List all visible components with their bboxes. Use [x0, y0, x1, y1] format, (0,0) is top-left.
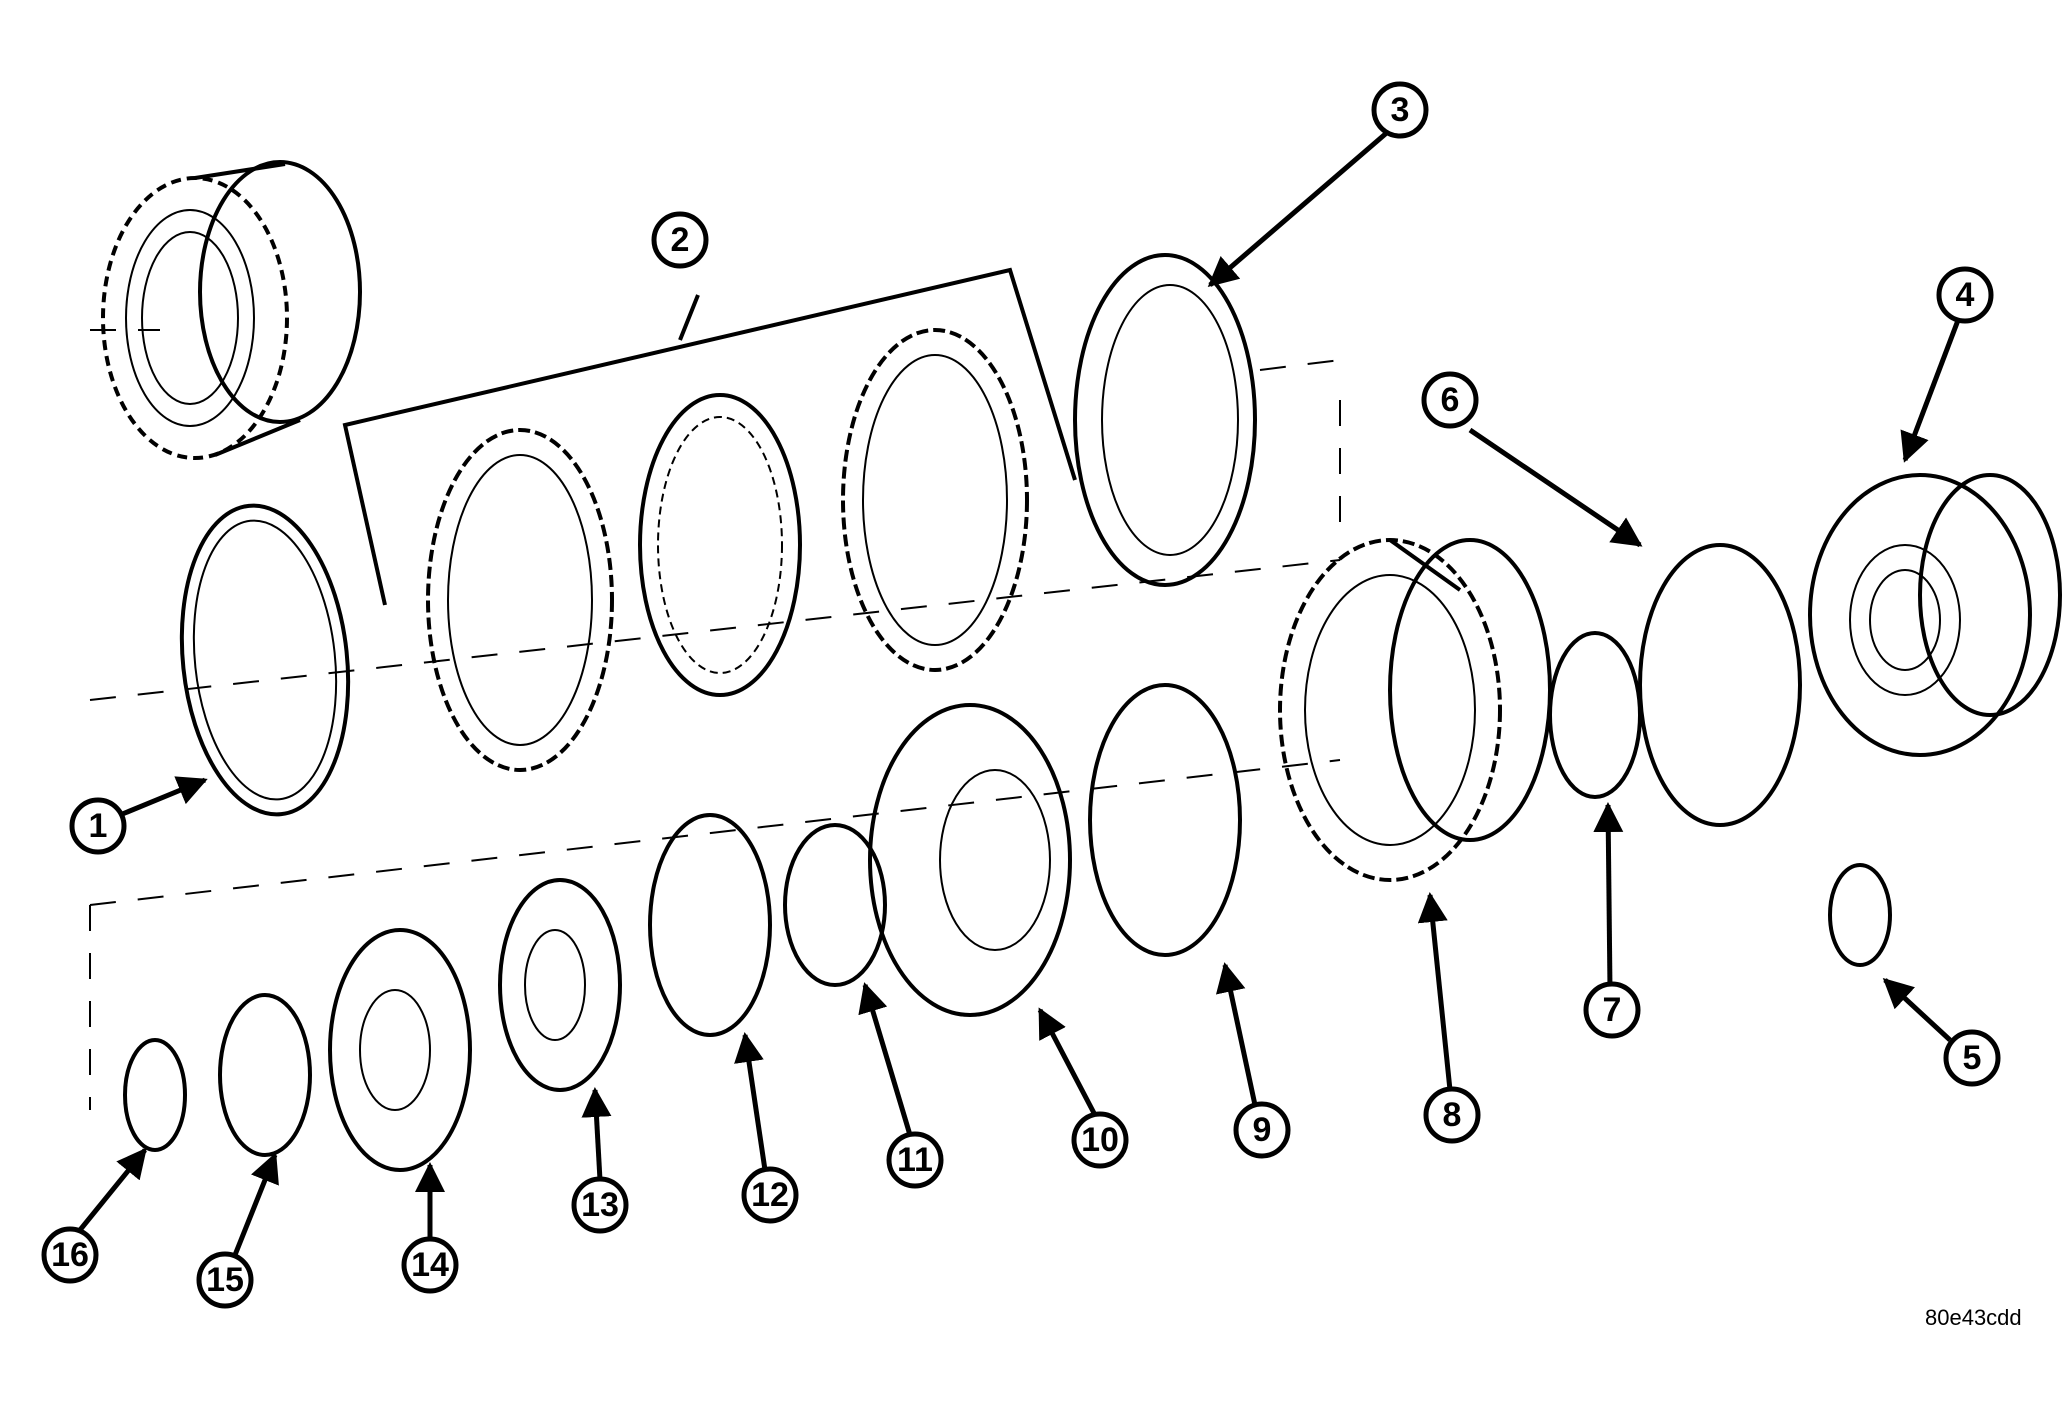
part-3-reaction-plate	[1073, 253, 1257, 587]
callout-label: 13	[581, 1186, 619, 1224]
callout-label: 4	[1956, 276, 1975, 314]
callout-label: 2	[671, 221, 690, 259]
part-14-spring	[328, 928, 472, 1172]
part-7-seal	[1548, 631, 1642, 799]
part-11-seal	[783, 823, 887, 987]
part-13-guide	[498, 878, 622, 1092]
callout-label: 7	[1603, 991, 1622, 1029]
callout-label: 3	[1391, 91, 1410, 129]
part-4-housing	[1808, 473, 2062, 757]
part-10-piston	[868, 703, 1072, 1017]
callout-1: 1	[69, 797, 127, 855]
callout-9: 9	[1233, 1101, 1291, 1159]
figure-reference: 80e43cdd	[1925, 1305, 2022, 1330]
clutch-retainer-top	[101, 160, 362, 460]
callout-15: 15	[196, 1251, 254, 1309]
callout-14: 14	[401, 1236, 459, 1294]
part-16-snap-ring	[123, 1038, 187, 1152]
callout-label: 16	[51, 1236, 89, 1274]
callout-label: 15	[206, 1261, 244, 1299]
callout-13: 13	[571, 1176, 629, 1234]
part-2-bracket	[342, 267, 1077, 606]
callout-3: 3	[1371, 81, 1429, 139]
callout-2: 2	[651, 211, 709, 269]
callout-label: 10	[1081, 1121, 1119, 1159]
callout-6: 6	[1421, 371, 1479, 429]
callout-label: 12	[751, 1176, 789, 1214]
callout-label: 8	[1443, 1096, 1462, 1134]
part-1-snap-ring	[179, 503, 351, 817]
part-15-retainer	[218, 993, 312, 1157]
callout-label: 1	[89, 807, 108, 845]
callout-10: 10	[1071, 1111, 1129, 1169]
axis-lines	[89, 329, 1341, 1110]
part-5-seal	[1828, 863, 1892, 967]
callout-16: 16	[41, 1226, 99, 1284]
callout-11: 11	[886, 1131, 944, 1189]
leader-arrows	[78, 128, 1963, 1256]
callout-label: 6	[1441, 381, 1460, 419]
callout-8: 8	[1423, 1086, 1481, 1144]
callout-label: 11	[897, 1141, 933, 1179]
callout-label: 9	[1253, 1111, 1272, 1149]
callout-4: 4	[1936, 266, 1994, 324]
part-9-ring	[1088, 683, 1242, 957]
part-12-seal	[648, 813, 772, 1037]
callout-label: 14	[411, 1246, 449, 1284]
callout-7: 7	[1583, 981, 1641, 1039]
callout-label: 5	[1963, 1039, 1982, 1077]
part-2-clutch-pack	[426, 328, 1029, 772]
part-8-hub	[1278, 538, 1552, 882]
callout-5: 5	[1943, 1029, 2001, 1087]
callout-12: 12	[741, 1166, 799, 1224]
part-6-seal-ring	[1638, 543, 1802, 827]
